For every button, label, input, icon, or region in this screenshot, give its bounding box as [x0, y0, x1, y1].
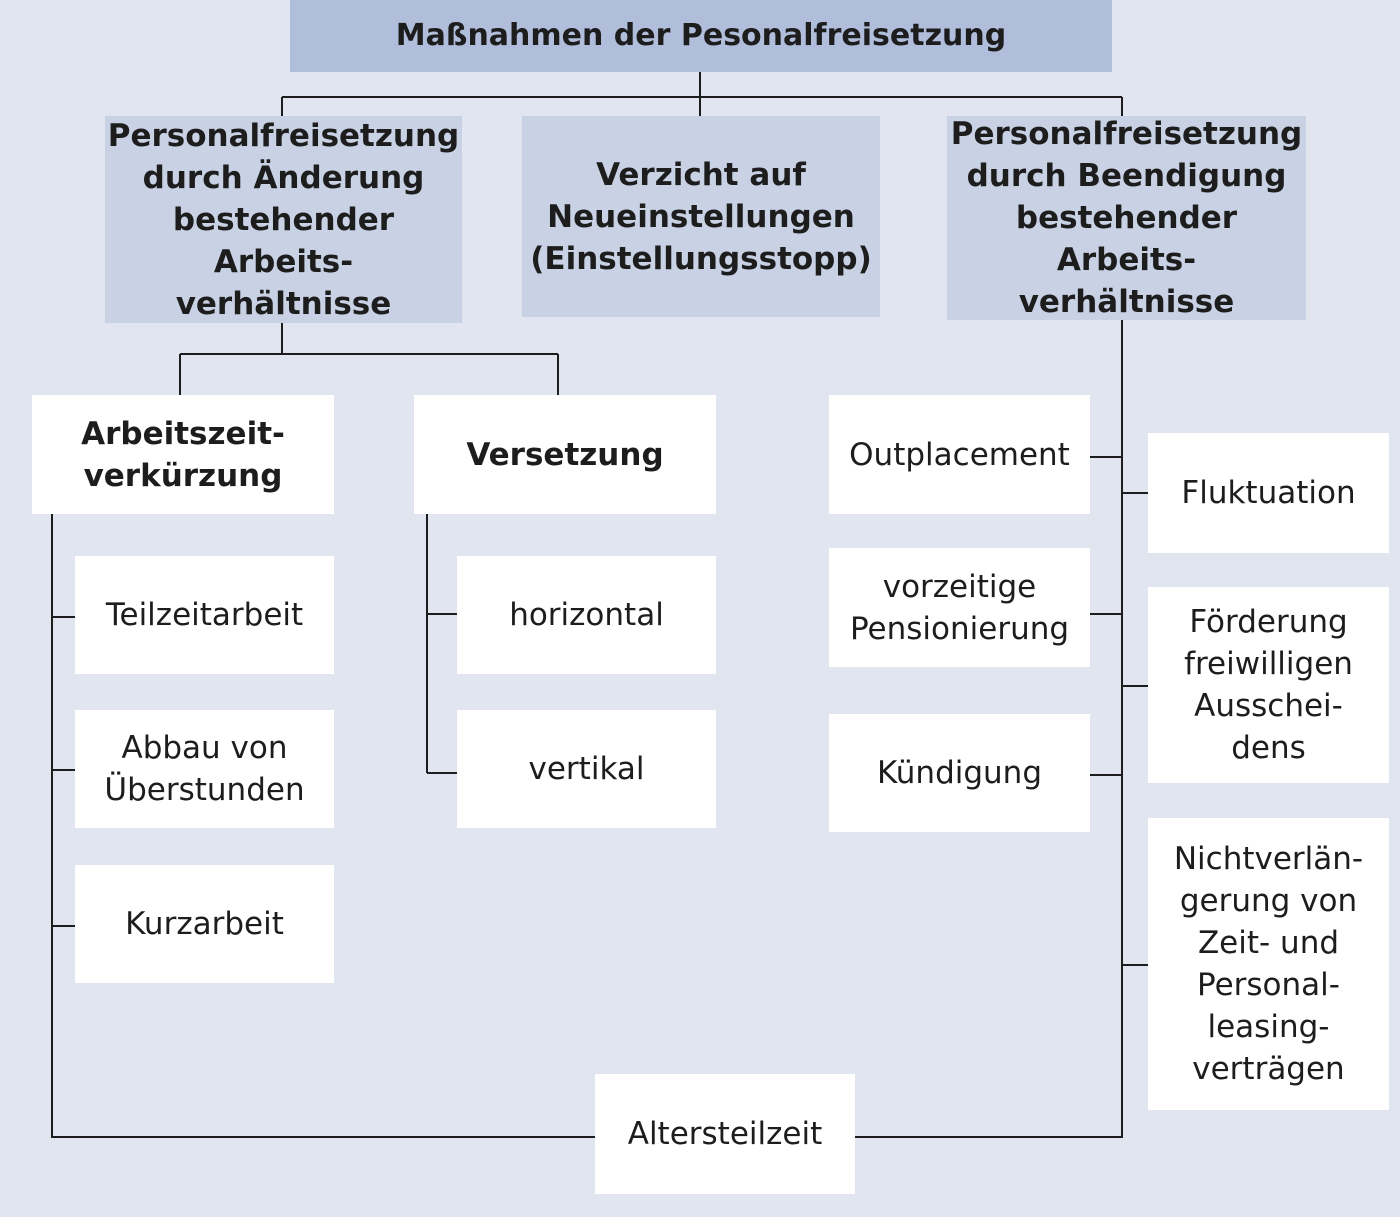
connector-versetzung-items — [426, 514, 457, 774]
category-beendigung: Personalfreisetzung durch Beendigung bes… — [947, 116, 1306, 320]
branch-arbeitszeitverkuerzung: Arbeitszeit- verkürzung — [32, 395, 334, 514]
item-kuendigung: Kündigung — [829, 714, 1090, 832]
category-aenderung: Personalfreisetzung durch Änderung beste… — [105, 116, 462, 323]
item-altersteilzeit: Altersteilzeit — [595, 1074, 855, 1194]
connector-beendigung-left-items — [1090, 456, 1122, 776]
connector-title-to-categories — [281, 72, 1123, 116]
item-fluktuation: Fluktuation — [1148, 433, 1389, 553]
item-foerderung-ausscheidens: Förderung freiwilligen Ausschei- dens — [1148, 587, 1389, 783]
branch-versetzung: Versetzung — [414, 395, 716, 514]
item-outplacement: Outplacement — [829, 395, 1090, 514]
connector-arbeitszeit-items — [52, 616, 75, 927]
item-vertikal: vertikal — [457, 710, 716, 828]
connector-arbeitszeit-spine — [51, 514, 595, 1138]
item-horizontal: horizontal — [457, 556, 716, 674]
item-kurzarbeit: Kurzarbeit — [75, 865, 334, 983]
connector-aenderung-to-branches — [179, 323, 559, 395]
item-vorzeitige-pensionierung: vorzeitige Pensionierung — [829, 548, 1090, 667]
connector-beendigung-spine — [855, 320, 1123, 1138]
diagram-title: Maßnahmen der Pesonalfreisetzung — [290, 0, 1112, 72]
category-verzicht: Verzicht auf Neueinstellungen (Einstellu… — [522, 116, 880, 317]
connector-beendigung-right-items — [1122, 492, 1148, 966]
item-nichtverlaengerung: Nichtverlän- gerung von Zeit- und Person… — [1148, 818, 1389, 1110]
item-abbau-ueberstunden: Abbau von Überstunden — [75, 710, 334, 828]
item-teilzeitarbeit: Teilzeitarbeit — [75, 556, 334, 674]
